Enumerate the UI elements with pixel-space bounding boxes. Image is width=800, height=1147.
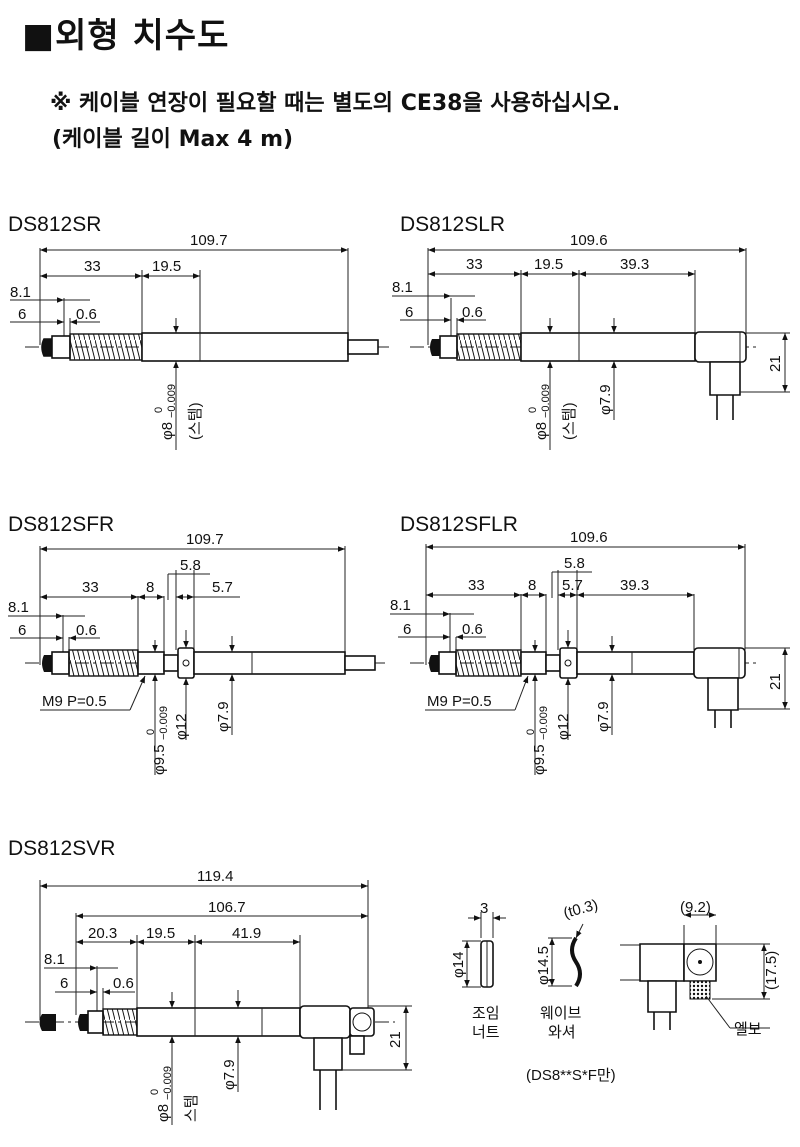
part-wave-washer: (t0.3) φ14.5 웨이브 와셔 (DS8**S*F만) — [526, 896, 616, 1084]
nut-label-2: 너트 — [472, 1024, 500, 1041]
washer-dia: φ14.5 — [535, 946, 552, 985]
stem-dia: φ8 — [159, 422, 176, 440]
dim-20-3: 20.3 — [88, 925, 117, 942]
dim-33: 33 — [84, 258, 101, 275]
dim-5-7: 5.7 — [562, 577, 583, 594]
dim-39-3: 39.3 — [620, 256, 649, 273]
tol-upper: 0 — [145, 729, 157, 735]
drawing-ds812slr: DS812SLR 109.6 33 19.5 39.3 8.1 6 0.6 — [392, 213, 790, 450]
dim-41-9: 41.9 — [232, 925, 261, 942]
elbow-label: 엘보 — [734, 1021, 762, 1038]
model-name: DS812SFLR — [400, 513, 518, 536]
dim-106-7: 106.7 — [208, 899, 246, 916]
tol-upper: 0 — [525, 729, 537, 735]
thread-spec: M9 P=0.5 — [427, 693, 492, 710]
cable-note: ※ 케이블 연장이 필요할 때는 별도의 CE38을 사용하십시오. (케이블 … — [50, 86, 620, 158]
stem-dia: φ9.5 — [531, 744, 548, 775]
dim-0-6: 0.6 — [462, 621, 483, 638]
dim-33: 33 — [466, 256, 483, 273]
dim-33: 33 — [82, 579, 99, 596]
dim-8-1: 8.1 — [10, 284, 31, 301]
dim-6: 6 — [18, 622, 26, 639]
dim-6: 6 — [18, 306, 26, 323]
elbow-width: (9.2) — [680, 899, 711, 916]
tol-upper: 0 — [153, 407, 165, 413]
model-name: DS812SVR — [8, 837, 115, 860]
dim-6: 6 — [60, 975, 68, 992]
dim-0-6: 0.6 — [462, 304, 483, 321]
cable-note-line1: ※ 케이블 연장이 필요할 때는 별도의 CE38을 사용하십시오. — [50, 91, 621, 116]
part-elbow: (9.2) (17.5) 엘보 — [620, 899, 780, 1038]
tol-lower: −0.009 — [166, 384, 178, 418]
drawing-ds812sfr: DS812SFR 109.7 33 8 5.8 5.7 8.1 6 0.6 — [8, 513, 385, 775]
stem-note: (스템) — [187, 402, 204, 440]
dim-5-8: 5.8 — [180, 557, 201, 574]
dim-39-3: 39.3 — [620, 577, 649, 594]
elbow-height: (17.5) — [763, 951, 780, 990]
dim-19-5: 19.5 — [152, 258, 181, 275]
tol-lower: −0.009 — [158, 706, 170, 740]
nut-dia: φ14 — [450, 952, 467, 978]
dia-7-9: φ7.9 — [595, 701, 612, 732]
dia-12: φ12 — [555, 714, 572, 740]
stem-dia: φ8 — [155, 1104, 172, 1122]
model-name: DS812SLR — [400, 213, 505, 236]
cable-note-line2: (케이블 길이 Max 4 m) — [52, 127, 294, 152]
dim-19-5: 19.5 — [534, 256, 563, 273]
stem-note: 스템 — [183, 1094, 200, 1122]
dim-33: 33 — [468, 577, 485, 594]
dim-5-7: 5.7 — [212, 579, 233, 596]
tol-upper: 0 — [149, 1089, 161, 1095]
dim-8: 8 — [528, 577, 536, 594]
dim-6: 6 — [403, 621, 411, 638]
model-name: DS812SR — [8, 213, 101, 236]
dim-total: 119.4 — [197, 868, 233, 885]
dim-0-6: 0.6 — [113, 975, 134, 992]
washer-note: (DS8**S*F만) — [526, 1067, 616, 1084]
washer-thickness: (t0.3) — [562, 896, 600, 921]
dim-19-5: 19.5 — [146, 925, 175, 942]
drawing-ds812sr: DS812SR 109.7 33 19.5 8.1 6 0.6 φ8 — [8, 213, 390, 450]
stem-dia: φ8 — [533, 422, 550, 440]
nut-label-1: 조임 — [472, 1005, 500, 1022]
dim-total: 109.7 — [190, 232, 228, 249]
dia-7-9: φ7.9 — [221, 1059, 238, 1090]
nut-width: 3 — [480, 900, 488, 917]
dim-total: 109.6 — [570, 232, 608, 249]
dim-8-1: 8.1 — [44, 951, 65, 968]
dim-21: 21 — [767, 673, 784, 690]
thread-spec: M9 P=0.5 — [42, 693, 107, 710]
dim-8-1: 8.1 — [392, 279, 413, 296]
dim-5-8: 5.8 — [564, 555, 585, 572]
stem-note: (스템) — [561, 402, 578, 440]
dia-7-9: φ7.9 — [215, 701, 232, 732]
tol-lower: −0.009 — [540, 384, 552, 418]
tol-upper: 0 — [527, 407, 539, 413]
dim-8-1: 8.1 — [390, 597, 411, 614]
part-clamp-nut: 3 φ14 조임 너트 — [450, 900, 506, 1041]
dim-21: 21 — [767, 355, 784, 372]
dim-total: 109.6 — [570, 529, 608, 546]
dim-0-6: 0.6 — [76, 306, 97, 323]
dia-7-9: φ7.9 — [597, 384, 614, 415]
dim-0-6: 0.6 — [76, 622, 97, 639]
dia-12: φ12 — [173, 714, 190, 740]
dim-6: 6 — [405, 304, 413, 321]
dim-8-1: 8.1 — [8, 599, 29, 616]
dim-8: 8 — [146, 579, 154, 596]
tol-lower: −0.009 — [162, 1066, 174, 1100]
page-title: ■외형 치수도 — [22, 16, 230, 56]
tol-lower: −0.009 — [538, 706, 550, 740]
stem-dia: φ9.5 — [151, 744, 168, 775]
drawing-ds812sflr: DS812SFLR 109.6 33 8 5.8 5.7 39.3 8.1 6 … — [390, 513, 790, 775]
drawing-ds812svr: DS812SVR 119.4 106.7 20.3 19.5 41.9 8.1 … — [8, 837, 412, 1125]
dim-21: 21 — [387, 1031, 404, 1048]
washer-label-1: 웨이브 — [540, 1005, 582, 1022]
washer-label-2: 와셔 — [548, 1024, 576, 1041]
dim-total: 109.7 — [186, 531, 224, 548]
model-name: DS812SFR — [8, 513, 114, 536]
